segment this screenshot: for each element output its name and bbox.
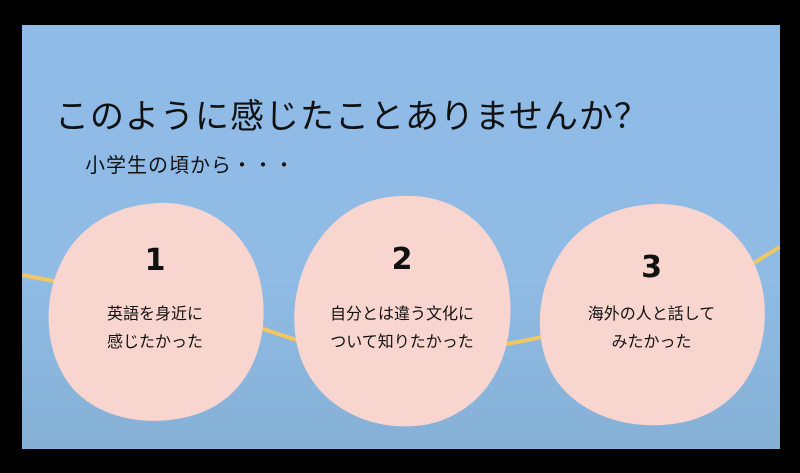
point-text-line: 自分とは違う文化に: [329, 304, 474, 323]
point-text-line: ついて知りたかった: [330, 332, 474, 351]
point-text-line: 英語を身近に: [106, 304, 203, 323]
point-card-1: 1 英語を身近に 感じたかった: [40, 195, 270, 425]
point-text-line: 海外の人と話して: [587, 304, 716, 323]
point-card-2: 2 自分とは違う文化に ついて知りたかった: [287, 190, 517, 430]
blob-shape: [48, 202, 264, 421]
point-text-line: 感じたかった: [106, 332, 203, 351]
slide: このように感じたことありませんか？ 小学生の頃から・・・ 1 英語を身近に 感じ…: [22, 25, 780, 449]
point-number: 2: [391, 242, 413, 277]
slide-subtitle: 小学生の頃から・・・: [85, 153, 295, 177]
blob-shape: [539, 203, 765, 426]
point-number: 3: [641, 250, 662, 285]
point-number: 1: [144, 243, 166, 278]
point-text-line: みたかった: [611, 332, 692, 351]
slide-title: このように感じたことありませんか？: [55, 97, 649, 137]
blob-shape: [294, 195, 511, 427]
point-card-3: 3 海外の人と話して みたかった: [534, 198, 769, 428]
